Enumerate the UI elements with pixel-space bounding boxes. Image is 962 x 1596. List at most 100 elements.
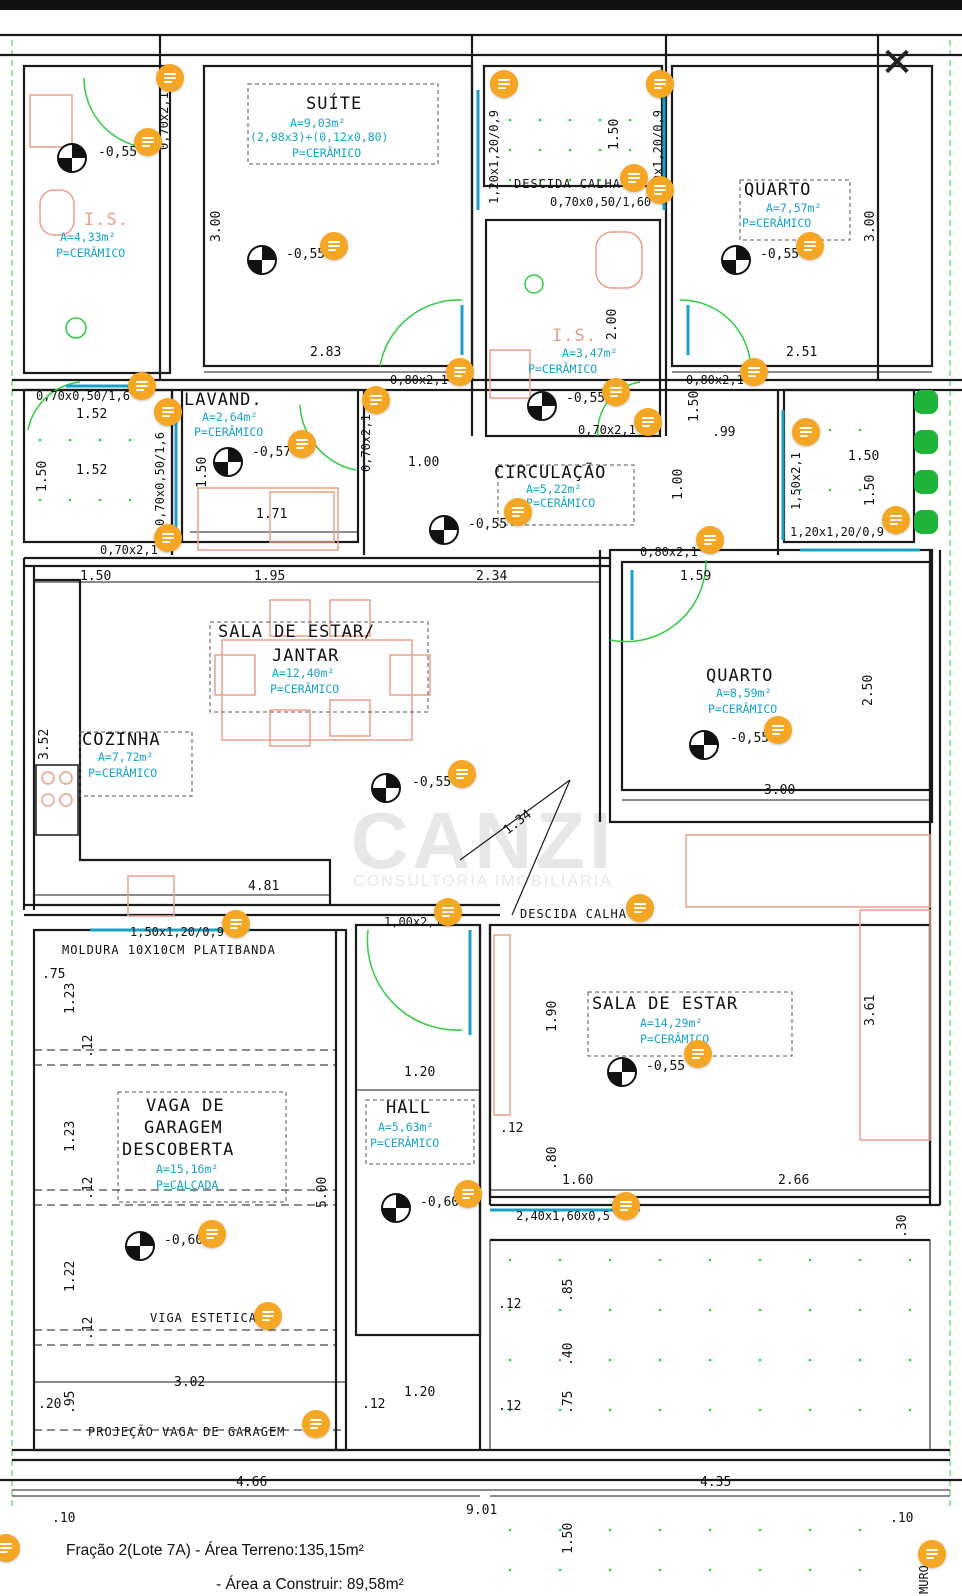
comment-pin[interactable] bbox=[302, 1410, 330, 1438]
comment-pin[interactable] bbox=[156, 64, 184, 92]
room-sala-jantar-area: A=12,40m² bbox=[272, 666, 335, 680]
room-is1-floor: P=CERÂMICO bbox=[56, 246, 126, 260]
lot-boundary bbox=[11, 40, 951, 1510]
dimension-label: 1.50 bbox=[863, 474, 878, 506]
room-is1-area: A=4,33m² bbox=[60, 230, 116, 244]
note-projecao-vaga: PROJEÇÃO VAGA DE GARAGEM bbox=[88, 1425, 286, 1439]
comment-pin[interactable] bbox=[288, 430, 316, 458]
opening-label: 0,70x0,50/1,60 bbox=[550, 195, 652, 209]
comment-pin[interactable] bbox=[634, 408, 662, 436]
dimension-label: .12 bbox=[81, 1316, 96, 1340]
dimension-label: 1.50 bbox=[80, 569, 112, 584]
dimension-label: .10 bbox=[890, 1511, 914, 1526]
garage-guides bbox=[34, 930, 347, 1450]
comment-pin[interactable] bbox=[128, 372, 156, 400]
comment-pin[interactable] bbox=[646, 176, 674, 204]
room-lavand-level: -0,57 bbox=[252, 445, 292, 460]
comment-pin[interactable] bbox=[154, 398, 182, 426]
dimension-label: .75 bbox=[42, 967, 66, 982]
close-button[interactable]: ✕ bbox=[878, 43, 916, 83]
room-circulacao-level: -0,55 bbox=[468, 517, 508, 532]
comment-pin[interactable] bbox=[134, 128, 162, 156]
room-quarto1-level: -0,55 bbox=[760, 247, 800, 262]
comment-pin[interactable] bbox=[796, 232, 824, 260]
dimension-label: 3.00 bbox=[209, 210, 224, 242]
dimension-label: .12 bbox=[500, 1121, 524, 1136]
comment-pin[interactable] bbox=[490, 70, 518, 98]
room-lavand-floor: P=CERÂMICO bbox=[194, 425, 264, 439]
note-descida-calha-2: DESCIDA CALHA bbox=[520, 907, 627, 921]
comment-pin[interactable] bbox=[434, 898, 462, 926]
room-sala-estar-floor: P=CERÂMICO bbox=[640, 1032, 710, 1046]
comment-pin[interactable] bbox=[626, 894, 654, 922]
comment-pin[interactable] bbox=[740, 358, 768, 386]
dimension-label: .12 bbox=[362, 1397, 386, 1412]
comment-pin[interactable] bbox=[362, 386, 390, 414]
room-cozinha-floor: P=CERÂMICO bbox=[88, 766, 158, 780]
dimension-label: .30 bbox=[895, 1214, 910, 1238]
comment-pin[interactable] bbox=[448, 760, 476, 788]
comment-pin[interactable] bbox=[882, 506, 910, 534]
dimension-label: 1.00 bbox=[408, 455, 440, 470]
room-circulacao-name: CIRCULAÇÃO bbox=[494, 463, 607, 483]
room-vaga-floor: P=CALÇADA bbox=[156, 1178, 219, 1192]
room-is2-level: -0,55 bbox=[566, 391, 606, 406]
room-quarto2-area: A=8,59m² bbox=[716, 686, 772, 700]
watermark-brand: CANZI bbox=[350, 796, 616, 885]
comment-pin[interactable] bbox=[646, 70, 674, 98]
dimension-label: 3.00 bbox=[863, 210, 878, 242]
comment-pin[interactable] bbox=[254, 1302, 282, 1330]
comment-pin[interactable] bbox=[764, 716, 792, 744]
room-sala-estar-level: -0,55 bbox=[646, 1059, 686, 1074]
footer-info: Fração 2(Lote 7A) - Área Terreno:135,15m… bbox=[60, 1536, 426, 1596]
comment-pin[interactable] bbox=[620, 164, 648, 192]
comment-pin[interactable] bbox=[612, 1192, 640, 1220]
room-circulacao-floor: P=CERÂMICO bbox=[526, 496, 596, 510]
dimension-label: 2.51 bbox=[786, 345, 818, 360]
comment-pin[interactable] bbox=[0, 1534, 20, 1562]
note-viga-estetica: VIGA ESTETICA bbox=[150, 1311, 257, 1325]
comment-pin[interactable] bbox=[154, 524, 182, 552]
room-vaga-level: -0,60 bbox=[164, 1233, 204, 1248]
drains bbox=[65, 274, 544, 339]
room-sala-jantar-name-1: SALA DE ESTAR/ bbox=[218, 622, 376, 642]
dimension-label: .12 bbox=[81, 1176, 96, 1200]
comment-pin[interactable] bbox=[320, 232, 348, 260]
dimension-label: 1.50 bbox=[607, 118, 622, 150]
comment-pin[interactable] bbox=[684, 1040, 712, 1068]
comment-pin[interactable] bbox=[602, 378, 630, 406]
room-quarto1-floor: P=CERÂMICO bbox=[742, 216, 812, 230]
comment-pin[interactable] bbox=[918, 1540, 946, 1568]
dimension-label: 2.66 bbox=[778, 1173, 810, 1188]
close-icon: ✕ bbox=[880, 40, 914, 86]
opening-label: 0,70x2,1 bbox=[578, 423, 636, 437]
label-frames bbox=[79, 83, 851, 1203]
planter bbox=[914, 390, 938, 534]
dimension-label: .85 bbox=[561, 1278, 576, 1302]
dimension-label: .99 bbox=[712, 425, 736, 440]
fixtures bbox=[29, 94, 931, 1141]
comment-pin[interactable] bbox=[792, 418, 820, 446]
dimension-label: 1.50 bbox=[561, 1522, 576, 1554]
opening-label: 1,50x1,20/0,9 bbox=[130, 925, 224, 939]
comment-pin[interactable] bbox=[198, 1220, 226, 1248]
opening-label: 0,80x2,1 bbox=[686, 373, 744, 387]
dimension-label: .10 bbox=[52, 1511, 76, 1526]
comment-pin[interactable] bbox=[454, 1180, 482, 1208]
level-markers bbox=[57, 143, 751, 1261]
room-vaga-name-2: GARAGEM bbox=[144, 1118, 223, 1138]
comment-pin[interactable] bbox=[504, 498, 532, 526]
floor-plan-sheet[interactable]: CANZI CONSULTORIA IMOBILIÁRIA SUÍTE A=9,… bbox=[0, 10, 962, 1596]
opening-label: 1,00x2,1 bbox=[384, 915, 442, 929]
dimension-label: 3.52 bbox=[37, 728, 52, 760]
comment-pin[interactable] bbox=[446, 358, 474, 386]
room-is2-area: A=3,47m² bbox=[562, 346, 618, 360]
comment-pin[interactable] bbox=[696, 526, 724, 554]
opening-label: 1,20x1,20/0,9 bbox=[487, 110, 501, 204]
opening-label: 0,70x0,50/1,6 bbox=[36, 389, 130, 403]
dimension-label: 1.90 bbox=[545, 1000, 560, 1032]
room-cozinha-area: A=7,72m² bbox=[98, 750, 154, 764]
comment-pin[interactable] bbox=[222, 910, 250, 938]
room-is2-name: I.S. bbox=[552, 326, 597, 346]
room-suite-area: A=9,03m² bbox=[290, 116, 346, 130]
